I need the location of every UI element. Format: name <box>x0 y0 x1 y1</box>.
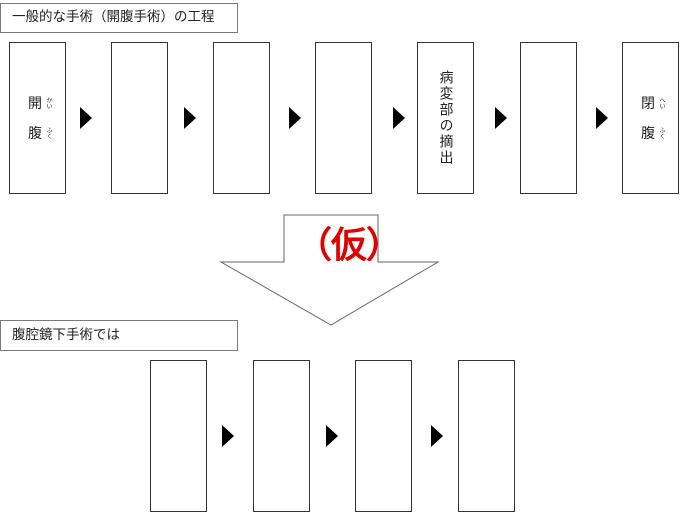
laparoscopy-step-box-1 <box>150 360 207 512</box>
right-triangle-icon <box>184 107 196 129</box>
top-section-title-text: 一般的な手術（開腹手術）の工程 <box>12 9 215 26</box>
ruby-text: かい <box>45 97 52 109</box>
step-box-5: 病変部の摘出 <box>417 42 474 194</box>
right-triangle-icon <box>289 107 301 129</box>
ruby-text: ふく <box>45 127 52 139</box>
step-box-3 <box>213 42 270 194</box>
laparoscopy-step-box-3 <box>355 360 412 512</box>
kanji-char: 開 <box>28 96 42 112</box>
down-arrow-shape <box>219 214 440 326</box>
kanji-char: 腹 <box>641 126 655 142</box>
step-box-6 <box>520 42 577 194</box>
provisional-label: （仮） <box>296 225 402 266</box>
step-box-2 <box>111 42 168 194</box>
kanji-char: 腹 <box>28 126 42 142</box>
right-triangle-icon <box>393 107 405 129</box>
laparoscopy-step-box-2 <box>253 360 310 512</box>
right-triangle-icon <box>222 425 234 447</box>
kanji-char: 閉 <box>641 96 655 112</box>
step-box-4 <box>315 42 372 194</box>
right-triangle-icon <box>431 425 443 447</box>
bottom-section-title-text: 腹腔鏡下手術では <box>12 326 120 343</box>
right-triangle-icon <box>80 107 92 129</box>
laparoscopy-step-box-4 <box>458 360 515 512</box>
ruby-text: へい <box>658 97 665 109</box>
step-label-lesion-removal: 病変部の摘出 <box>437 70 454 166</box>
right-triangle-icon <box>596 107 608 129</box>
ruby-text: ふく <box>658 127 665 139</box>
step-label-close-abdomen: 閉へい 腹ふく <box>641 93 665 143</box>
right-triangle-icon <box>495 107 507 129</box>
top-section-title: 一般的な手術（開腹手術）の工程 <box>0 3 238 33</box>
right-triangle-icon <box>326 425 338 447</box>
step-box-1: 開かい 腹ふく <box>9 42 66 194</box>
step-box-7: 閉へい 腹ふく <box>622 42 679 194</box>
step-label-open-abdomen: 開かい 腹ふく <box>28 93 52 143</box>
bottom-section-title: 腹腔鏡下手術では <box>0 320 238 351</box>
